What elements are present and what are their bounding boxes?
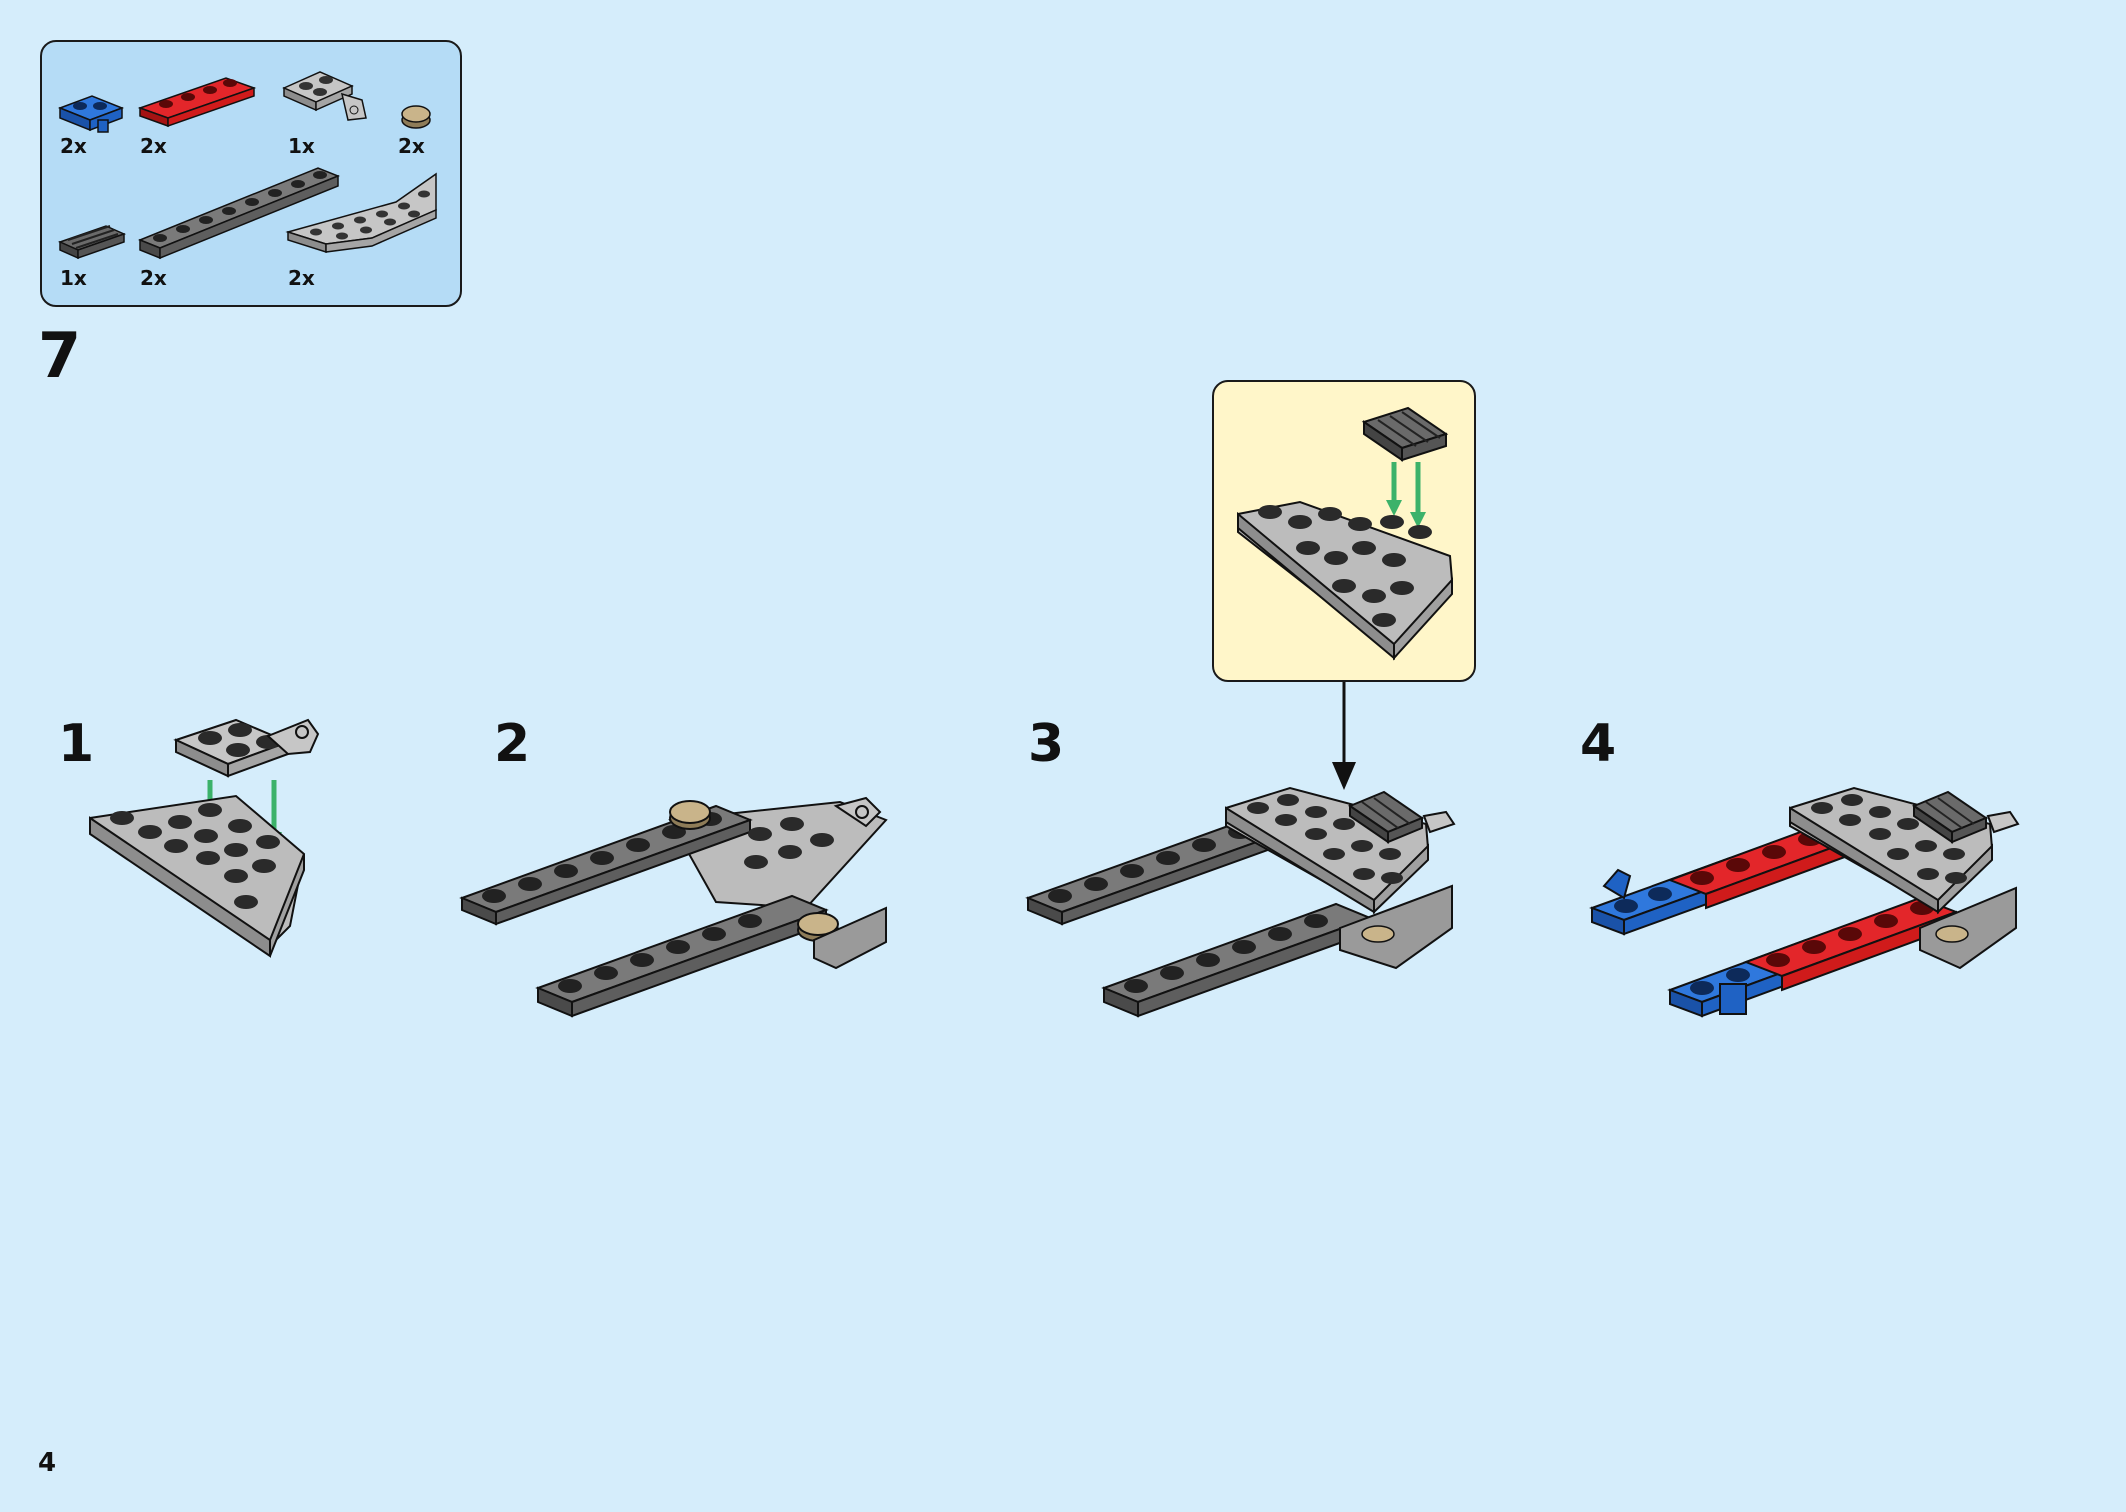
parts-list-box: 2x 2x 1x 2x 1x xyxy=(40,40,462,307)
dark-grey-grille-tile-part xyxy=(57,225,127,260)
callout-arrow xyxy=(1332,682,1356,790)
substep-3-illustration xyxy=(1025,786,1456,1018)
part-qty: 2x xyxy=(140,134,167,158)
part-qty: 2x xyxy=(60,134,87,158)
tan-round-tile-part xyxy=(401,105,431,129)
part-qty: 1x xyxy=(60,266,87,290)
part-qty: 2x xyxy=(140,266,167,290)
part-qty: 2x xyxy=(398,134,425,158)
blue-plate-clip-part xyxy=(57,95,125,133)
callout-illustration xyxy=(1237,406,1454,661)
substep-2-illustration xyxy=(459,796,888,1018)
dark-grey-plate-part xyxy=(137,167,341,260)
sub-step-number: 4 xyxy=(1580,714,1617,774)
red-plate-part xyxy=(137,77,257,128)
part-qty: 1x xyxy=(288,134,315,158)
part-qty: 2x xyxy=(288,266,315,290)
sub-step-number: 2 xyxy=(494,714,531,774)
sub-assembly-callout xyxy=(1212,380,1476,682)
grey-wedge-plate-part xyxy=(285,172,437,254)
grey-plate-clip-part xyxy=(282,71,367,121)
main-step-number: 7 xyxy=(38,319,82,392)
page-number: 4 xyxy=(38,1448,57,1478)
substep-1-illustration xyxy=(89,718,320,958)
substep-4-illustration xyxy=(1589,786,2020,1018)
sub-step-number: 3 xyxy=(1028,714,1065,774)
sub-step-number: 1 xyxy=(58,714,95,774)
